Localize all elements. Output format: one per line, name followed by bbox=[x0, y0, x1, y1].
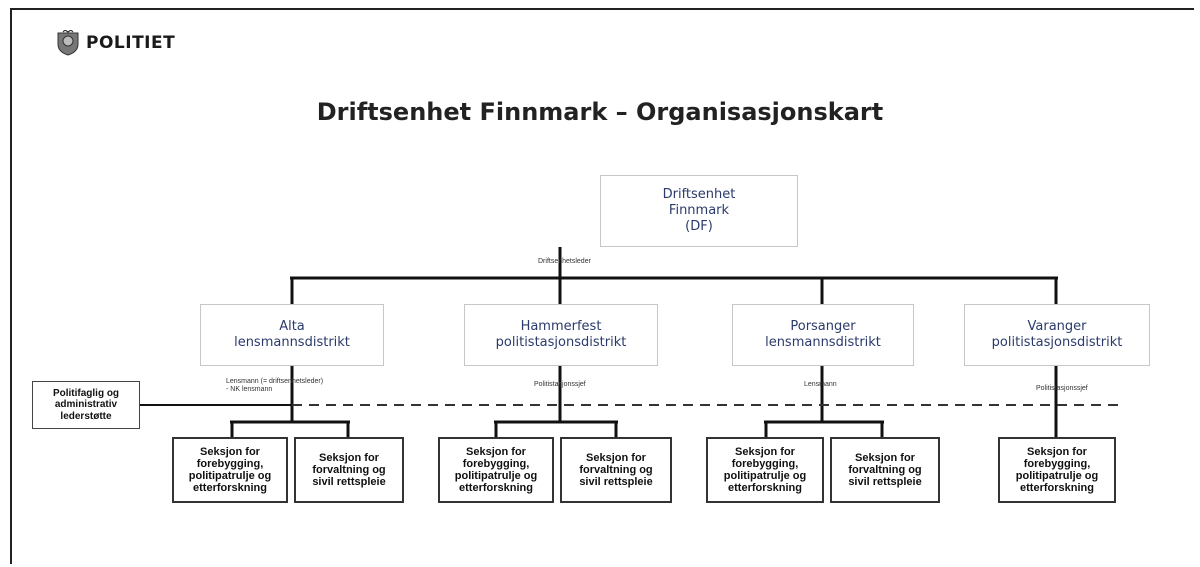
section-label: Seksjon for forebygging, politipatrulje … bbox=[454, 445, 538, 495]
driftsenhetsleder-label: Driftsenhetsleder bbox=[538, 258, 591, 265]
lederstotte-box: Politifaglig og administrativ lederstøtt… bbox=[32, 381, 140, 429]
district-alta: Alta lensmannsdistrikt bbox=[200, 304, 384, 366]
section-box: Seksjon for forebygging, politipatrulje … bbox=[706, 437, 824, 503]
page-title: Driftsenhet Finnmark – Organisasjonskart bbox=[316, 98, 884, 126]
section-label: Seksjon for forvaltning og sivil rettspl… bbox=[579, 451, 653, 489]
district-leader-label: Lensmann (= driftsenhetsleder) - NK lens… bbox=[226, 378, 324, 394]
slide-frame bbox=[10, 8, 1194, 564]
politiet-logo: POLITIET bbox=[56, 30, 175, 56]
lederstotte-label: Politifaglig og administrativ lederstøtt… bbox=[52, 387, 120, 422]
district-label: Alta lensmannsdistrikt bbox=[234, 319, 350, 350]
district-label: Hammerfest politistasjonsdistrikt bbox=[495, 319, 627, 350]
section-label: Seksjon for forvaltning og sivil rettspl… bbox=[848, 451, 922, 489]
section-label: Seksjon for forvaltning og sivil rettspl… bbox=[312, 451, 386, 489]
section-box: Seksjon for forebygging, politipatrulje … bbox=[438, 437, 554, 503]
district-label: Varanger politistasjonsdistrikt bbox=[991, 319, 1123, 350]
section-label: Seksjon for forebygging, politipatrulje … bbox=[188, 445, 272, 495]
district-leader-label: Lensmann bbox=[804, 381, 837, 388]
district-leader-label: Politistasjonssjef bbox=[1036, 385, 1088, 392]
section-box: Seksjon for forebygging, politipatrulje … bbox=[998, 437, 1116, 503]
district-leader-label: Politistasjonssjef bbox=[534, 381, 586, 388]
section-box: Seksjon for forvaltning og sivil rettspl… bbox=[560, 437, 672, 503]
district-porsanger: Porsanger lensmannsdistrikt bbox=[732, 304, 914, 366]
district-varanger: Varanger politistasjonsdistrikt bbox=[964, 304, 1150, 366]
section-box: Seksjon for forvaltning og sivil rettspl… bbox=[294, 437, 404, 503]
section-box: Seksjon for forvaltning og sivil rettspl… bbox=[830, 437, 940, 503]
logo-text: POLITIET bbox=[86, 33, 176, 53]
district-hammerfest: Hammerfest politistasjonsdistrikt bbox=[464, 304, 658, 366]
section-label: Seksjon for forebygging, politipatrulje … bbox=[723, 445, 807, 495]
section-box: Seksjon for forebygging, politipatrulje … bbox=[172, 437, 288, 503]
police-crest-icon bbox=[57, 30, 79, 56]
driftsenhet-finnmark-box: Driftsenhet Finnmark (DF) bbox=[600, 175, 798, 247]
section-label: Seksjon for forebygging, politipatrulje … bbox=[1015, 445, 1099, 495]
district-label: Porsanger lensmannsdistrikt bbox=[765, 319, 881, 350]
driftsenhet-label: Driftsenhet Finnmark (DF) bbox=[662, 187, 736, 234]
